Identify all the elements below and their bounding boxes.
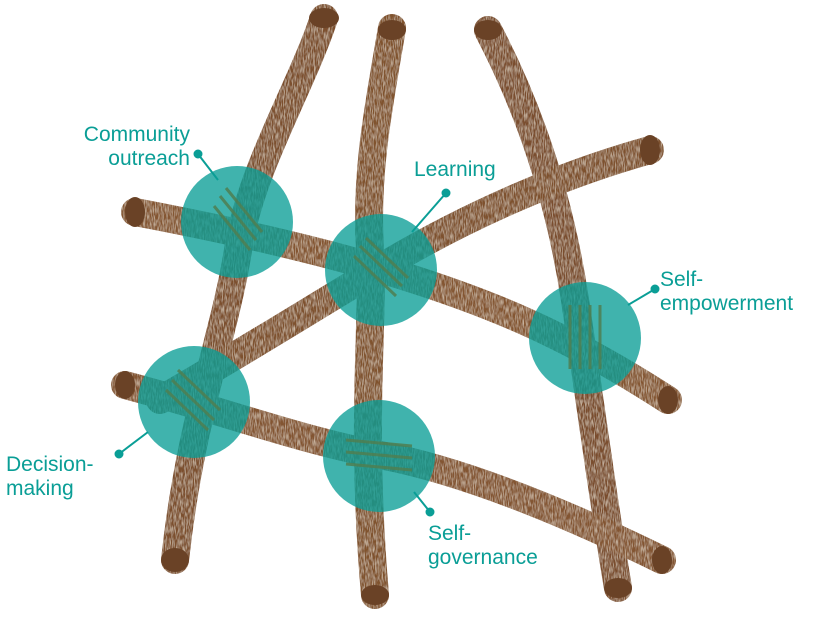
label-decision-making: Decision- making [6, 453, 126, 501]
self-governance-dot [427, 509, 434, 516]
decision-making-leader [119, 432, 148, 454]
community-outreach-circle [181, 166, 293, 278]
community-outreach-dot [195, 151, 202, 158]
label-community-outreach: Community outreach [40, 123, 190, 171]
self-empowerment-circle [529, 282, 641, 394]
label-self-empowerment: Self- empowerment [660, 268, 820, 316]
self-empowerment-dot [652, 286, 659, 293]
learning-dot [443, 190, 450, 197]
learning-circle [325, 214, 437, 326]
self-empowerment-leader [628, 289, 655, 305]
label-learning: Learning [414, 158, 534, 182]
stick-left-vertical [175, 18, 324, 560]
label-self-governance: Self- governance [428, 522, 568, 570]
